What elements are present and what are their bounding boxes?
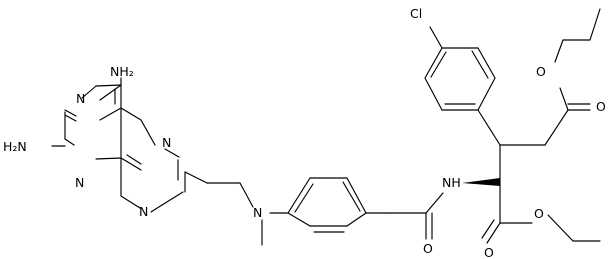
bond: [287, 177, 311, 214]
atom-label-o: O: [536, 64, 546, 79]
atom-label-o: O: [423, 241, 433, 256]
bond: [346, 212, 367, 227]
bond: [471, 50, 489, 79]
bond: [184, 171, 208, 184]
bond: [164, 148, 180, 158]
bond: [559, 87, 569, 111]
bond: [294, 183, 314, 213]
bond: [99, 107, 122, 121]
bond: [544, 109, 569, 146]
bond: [554, 39, 564, 63]
bond: [486, 222, 501, 244]
bond: [81, 85, 97, 99]
bond: [589, 8, 601, 41]
atom-label-o: O: [534, 206, 544, 221]
bond: [342, 181, 361, 212]
bond: [150, 204, 163, 213]
bond: [430, 51, 447, 78]
atom-label-n: N: [75, 175, 84, 190]
bond: [64, 114, 77, 122]
atom-label-o: O: [596, 99, 606, 114]
bond: [547, 214, 574, 242]
bond: [481, 219, 495, 239]
atom-label-n-methyl: N: [253, 205, 262, 220]
atom-label-cl: Cl: [410, 6, 422, 21]
bond: [429, 26, 443, 49]
bond: [64, 109, 77, 117]
bond: [120, 107, 142, 121]
bond: [346, 177, 367, 214]
bond: [477, 77, 496, 111]
bond: [161, 191, 184, 206]
bond: [239, 182, 254, 208]
bond: [425, 192, 444, 214]
bond: [64, 138, 75, 146]
bond: [95, 84, 122, 87]
atom-label-nh: NH: [442, 175, 461, 190]
bond: [120, 157, 142, 171]
atom-label-h2n: H₂N: [3, 139, 27, 154]
bond: [95, 157, 122, 160]
bond: [477, 47, 496, 79]
atom-label-n: N: [162, 135, 171, 150]
bond: [120, 195, 141, 209]
atom-label-nh2: NH₂: [110, 64, 134, 79]
atom-label-n: N: [139, 204, 148, 219]
atom-label-n: N: [76, 91, 85, 106]
bond: [287, 212, 311, 227]
bond: [126, 154, 142, 165]
bond: [140, 119, 156, 146]
wedge-bond: [462, 178, 500, 186]
bond: [424, 47, 443, 79]
bond: [477, 109, 501, 146]
atom-label-o: O: [484, 245, 494, 259]
bond: [424, 77, 443, 111]
bond: [99, 84, 122, 101]
